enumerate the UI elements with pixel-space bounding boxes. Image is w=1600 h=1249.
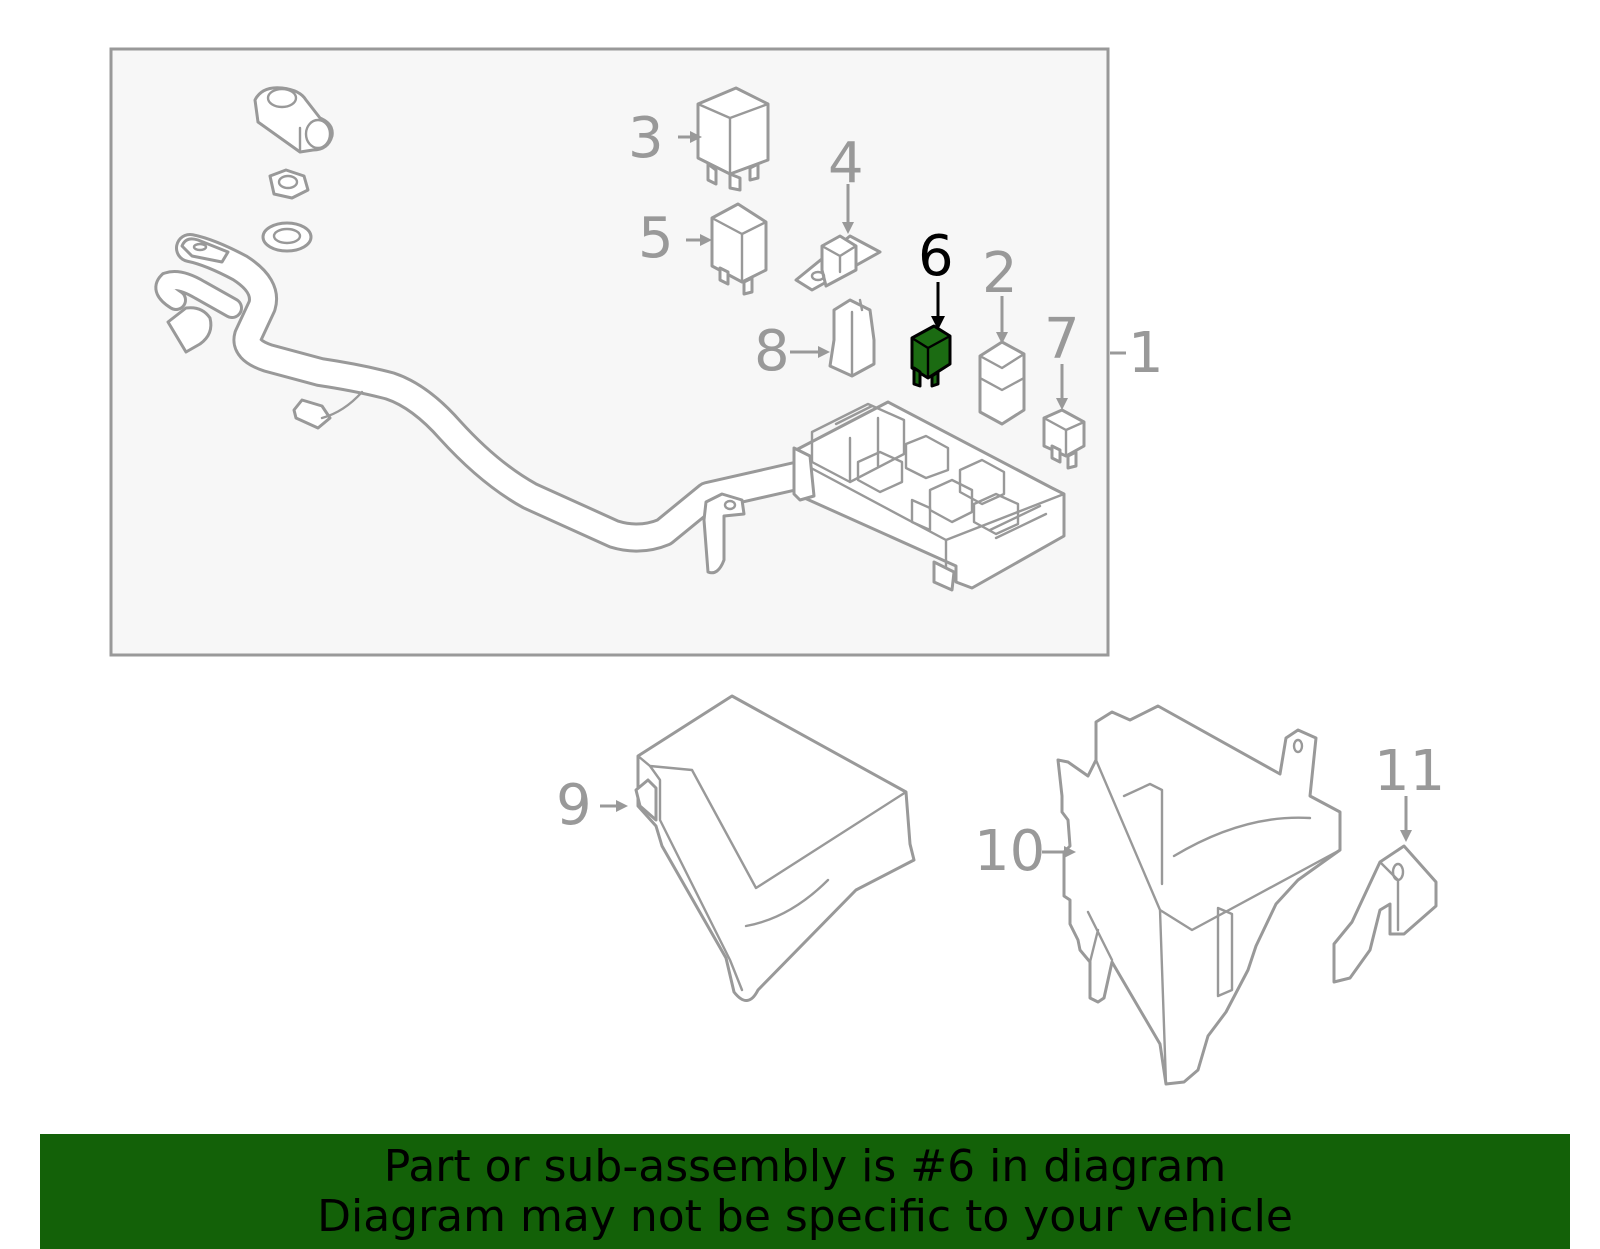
hex-nut-part bbox=[268, 168, 310, 200]
callout-10: 10 bbox=[974, 819, 1045, 884]
banner-line-part-number: Part or sub-assembly is #6 in diagram bbox=[383, 1141, 1227, 1192]
callout-5: 5 bbox=[638, 206, 674, 271]
relay-part-5 bbox=[710, 202, 768, 296]
callout-7: 7 bbox=[1044, 307, 1080, 372]
fuse-bracket-part-4 bbox=[794, 234, 882, 292]
callout-1: 1 bbox=[1128, 321, 1164, 386]
fuse-part-6-highlighted bbox=[910, 324, 952, 388]
bracket-plate-part-11 bbox=[1332, 844, 1438, 984]
fuse-part-7 bbox=[1042, 408, 1086, 470]
fuse-relay-box bbox=[792, 400, 1066, 592]
callout-3: 3 bbox=[628, 106, 664, 171]
callout-11: 11 bbox=[1374, 739, 1445, 804]
washer-part bbox=[261, 221, 313, 253]
fuse-box-bracket-part-10 bbox=[1056, 704, 1342, 1086]
relay-part-2 bbox=[978, 340, 1026, 426]
fuse-box-cover-part-9 bbox=[634, 694, 916, 1002]
callout-2: 2 bbox=[982, 241, 1018, 306]
callout-4: 4 bbox=[828, 131, 864, 196]
callout-leaders bbox=[600, 131, 1412, 858]
relay-part-3 bbox=[696, 86, 770, 192]
fuse-part-8 bbox=[828, 298, 876, 378]
info-banner: Part or sub-assembly is #6 in diagram Di… bbox=[40, 1134, 1570, 1249]
battery-cable-harness bbox=[154, 233, 811, 575]
battery-terminal-part bbox=[253, 86, 334, 154]
callout-9: 9 bbox=[556, 773, 592, 838]
banner-line-disclaimer: Diagram may not be specific to your vehi… bbox=[317, 1191, 1293, 1242]
callout-8: 8 bbox=[754, 319, 790, 384]
callout-6: 6 bbox=[918, 224, 954, 289]
